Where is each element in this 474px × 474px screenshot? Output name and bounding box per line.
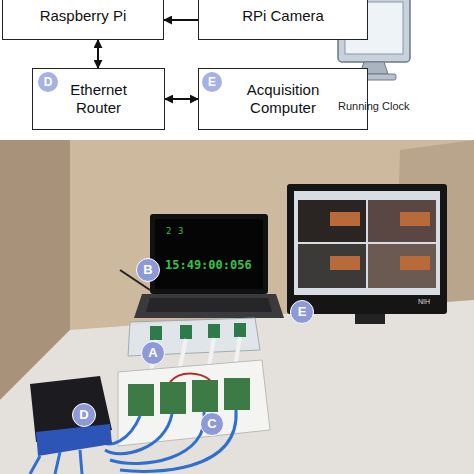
callout-circle: E xyxy=(202,72,222,92)
callout-letter: E xyxy=(208,75,216,89)
box-label: Ethernet Router xyxy=(59,81,139,117)
callout-letter: E xyxy=(290,300,314,324)
box-label: RPi Camera xyxy=(242,7,324,25)
callout-letter: B xyxy=(136,258,160,282)
box-label: Raspberry Pi xyxy=(40,7,127,25)
icon-caption: Running Clock xyxy=(338,100,410,112)
screen-digit: 2 xyxy=(166,226,171,236)
process-box: Ethernet Router D xyxy=(32,68,165,130)
clock-readout: 15:49:00:056 xyxy=(165,258,252,272)
box-label: Acquisition Computer xyxy=(227,81,339,117)
connector-arrow xyxy=(97,40,99,68)
process-box: Raspberry Pi xyxy=(2,0,164,40)
connector-arrow xyxy=(165,98,198,100)
process-box: RPi Camera xyxy=(198,0,368,40)
callout-letter: D xyxy=(44,75,53,89)
brand-mark: NIH xyxy=(418,298,430,306)
process-box: Acquisition Computer E xyxy=(198,68,368,130)
callout-letter: D xyxy=(72,403,96,427)
connector-arrow xyxy=(164,19,198,21)
callout-circle: D xyxy=(38,72,58,92)
callout-letter: C xyxy=(200,412,224,436)
callout-letter: A xyxy=(141,341,165,365)
screen-digit: 3 xyxy=(178,226,183,236)
